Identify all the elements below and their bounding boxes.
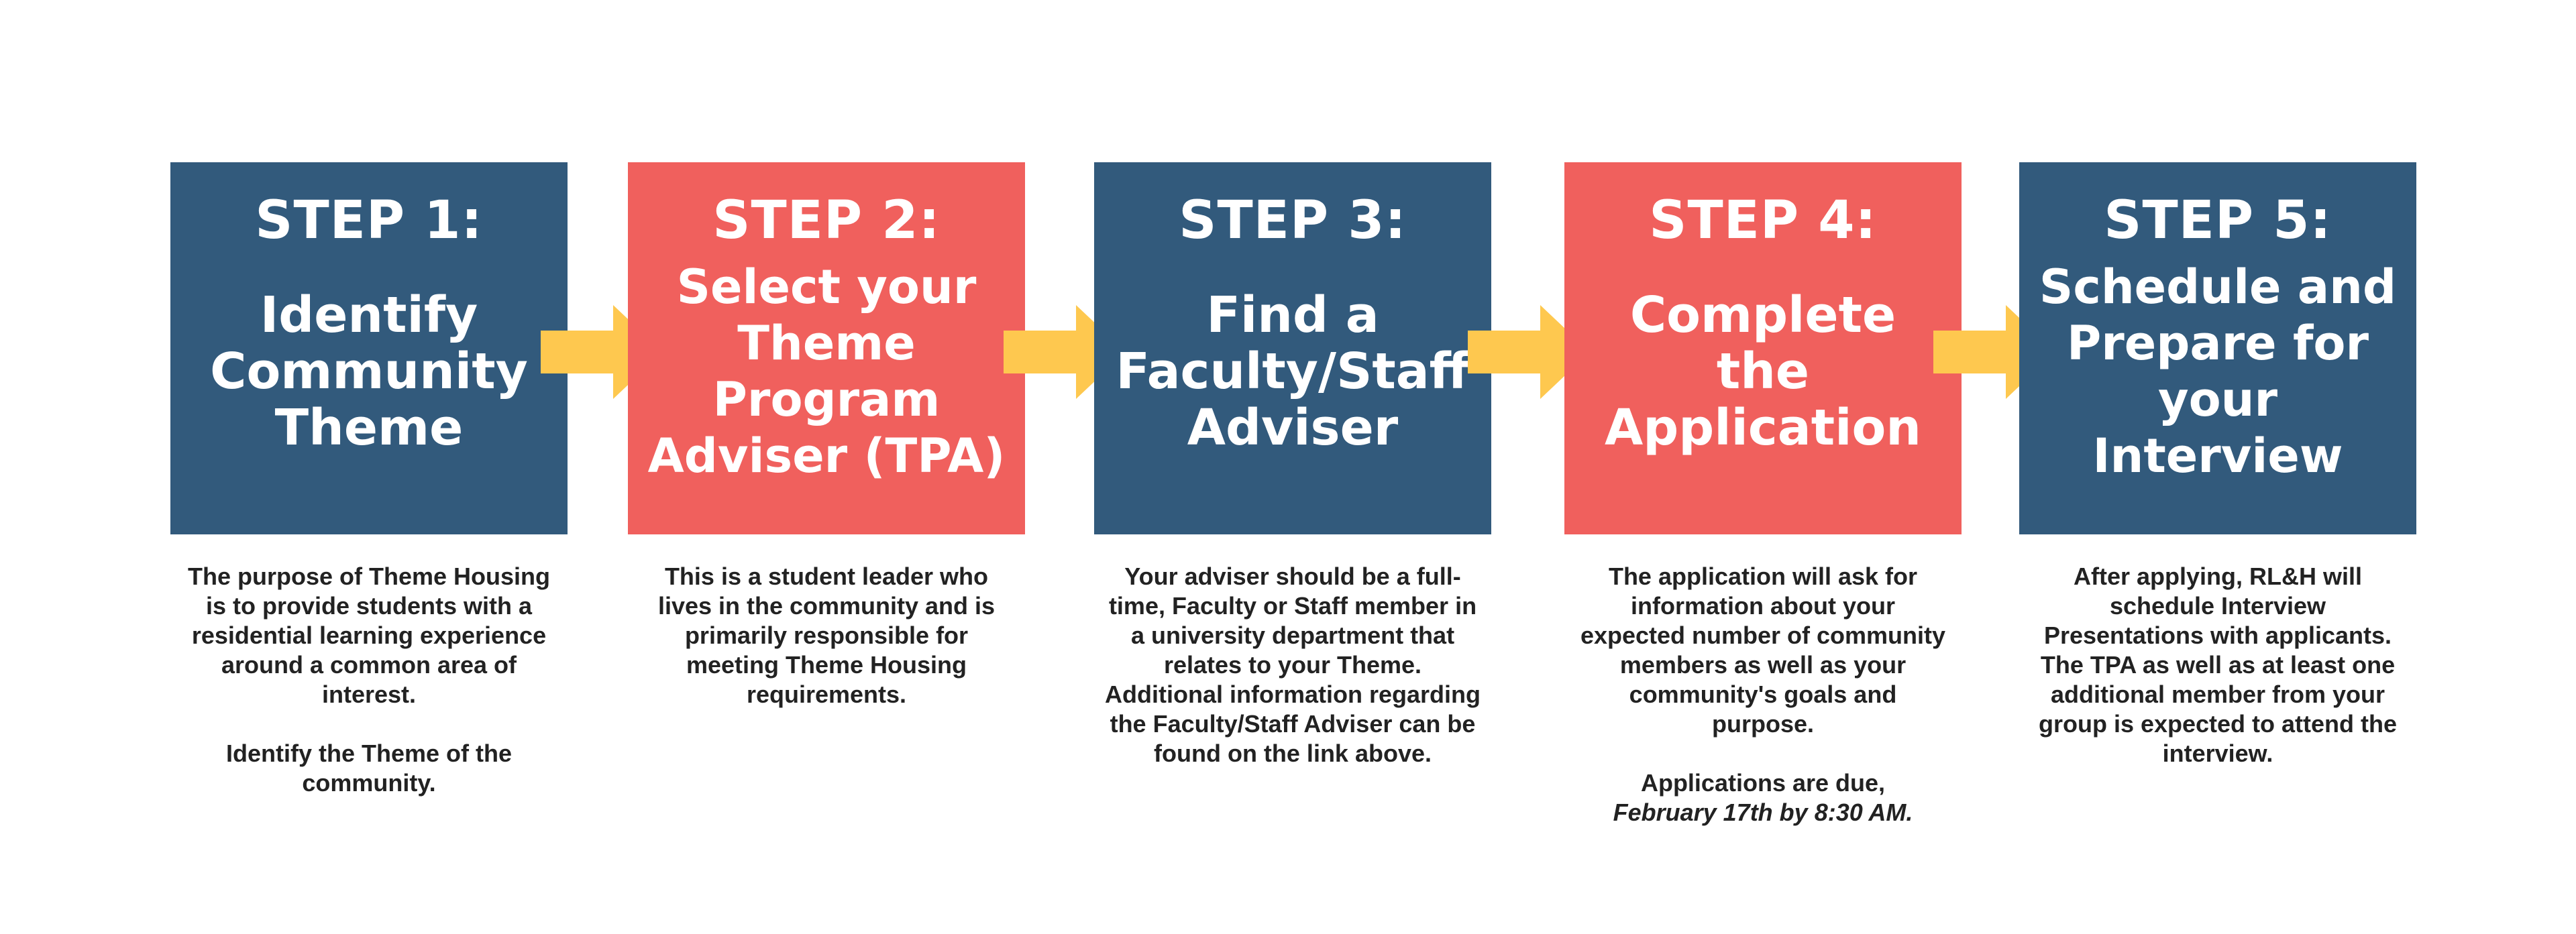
step-5-box: STEP 5: Schedule and Prepare for your In…: [2019, 162, 2416, 534]
step-4-heading: STEP 4:: [1649, 190, 1877, 251]
step-2-box: STEP 2: Select your Theme Program Advise…: [628, 162, 1025, 534]
step-4-deadline: February 17th by 8:30 AM.: [1613, 799, 1913, 826]
step-4-description: The application will ask for information…: [1575, 562, 1951, 857]
step-4-description-text: The application will ask for information…: [1580, 563, 1946, 738]
step-4-title: Complete the Application: [1604, 286, 1921, 457]
step-3-heading: STEP 3:: [1179, 190, 1407, 251]
step-2-description: This is a student leader who lives in th…: [639, 562, 1014, 739]
step-3-description-text: Your adviser should be a full-time, Facu…: [1105, 563, 1481, 767]
step-5-heading: STEP 5:: [2104, 190, 2332, 251]
step-1-heading: STEP 1:: [255, 190, 483, 251]
step-5-description: After applying, RL&H will schedule Inter…: [2030, 562, 2406, 798]
step-3-box: STEP 3: Find a Faculty/Staff Adviser: [1094, 162, 1491, 534]
step-5-title: Schedule and Prepare for your Interview: [2039, 259, 2397, 483]
step-1-box: STEP 1: Identify Community Theme: [170, 162, 568, 534]
step-3-description: Your adviser should be a full-time, Facu…: [1105, 562, 1481, 798]
arrow-right-icon: [1468, 305, 1590, 399]
step-2-description-text: This is a student leader who lives in th…: [657, 563, 996, 708]
step-5-description-text: After applying, RL&H will schedule Inter…: [2038, 563, 2398, 767]
step-1-description-note: Identify the Theme of the community.: [225, 740, 513, 797]
step-1-description-text: The purpose of Theme Housing is to provi…: [187, 563, 551, 708]
step-4-due-label: Applications are due,: [1640, 769, 1886, 797]
step-2-heading: STEP 2:: [712, 190, 941, 251]
step-4-box: STEP 4: Complete the Application: [1564, 162, 1962, 534]
step-3-title: Find a Faculty/Staff Adviser: [1116, 286, 1470, 457]
step-2-title: Select your Theme Program Adviser (TPA): [647, 259, 1006, 483]
step-1-description: The purpose of Theme Housing is to provi…: [181, 562, 557, 827]
step-1-title: Identify Community Theme: [210, 286, 528, 457]
